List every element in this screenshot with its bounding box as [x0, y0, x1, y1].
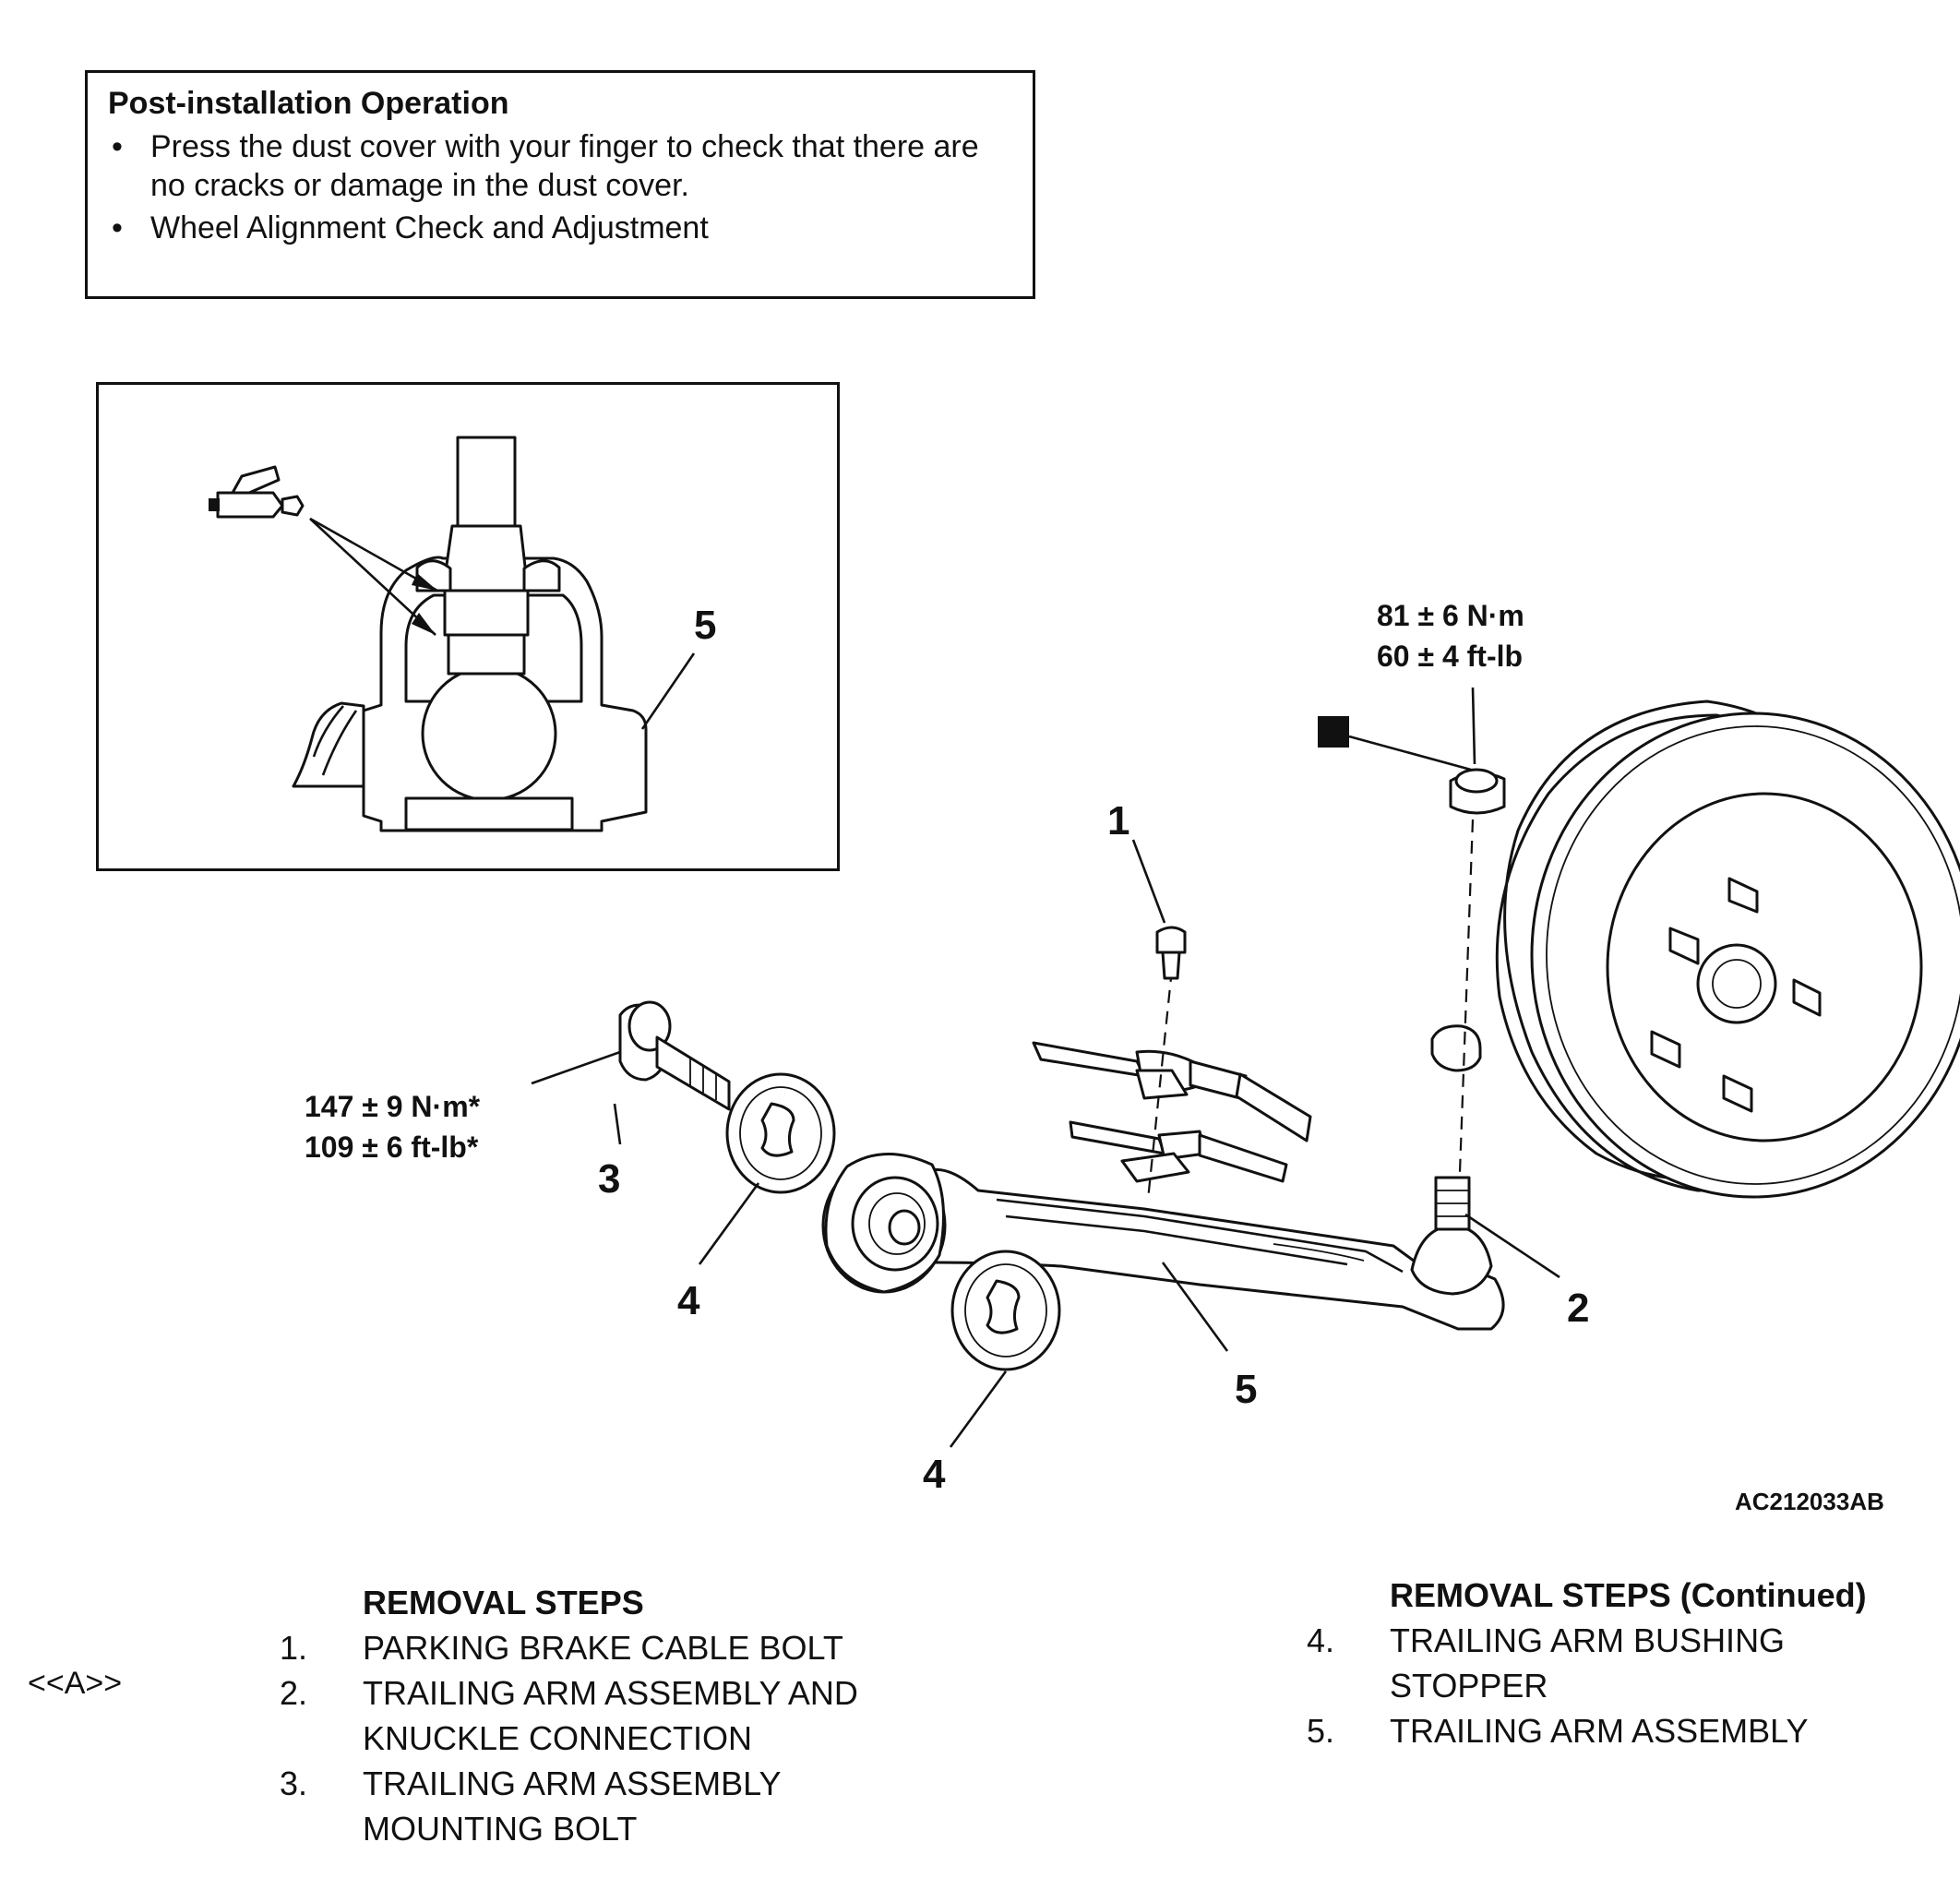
- new-part-symbol: N: [1323, 717, 1344, 748]
- parking-brake-cable-bolt: [1155, 926, 1187, 980]
- step-number: 1.: [280, 1629, 308, 1667]
- leader-5: [1161, 1262, 1229, 1352]
- leader-3: [613, 1103, 622, 1145]
- removal-steps-heading: REMOVAL STEPS: [363, 1584, 644, 1621]
- brake-disc: [1495, 700, 1960, 1199]
- torque-bolt-metric: 147 ± 9 N·m*: [305, 1090, 481, 1123]
- step-text: PARKING BRAKE CABLE BOLT: [363, 1629, 843, 1667]
- removal-steps-continued: REMOVAL STEPS (Continued) 4. TRAILING AR…: [1307, 1573, 1867, 1753]
- callout-4a: 4: [677, 1278, 700, 1323]
- torque-nut-imperial: 60 ± 4 ft-lb: [1377, 640, 1523, 673]
- callout-3: 3: [598, 1156, 620, 1202]
- trailing-arm-bushing: [821, 1153, 947, 1294]
- removal-steps-continued-heading: REMOVAL STEPS (Continued): [1390, 1576, 1867, 1614]
- post-installation-box: Post-installation Operation Press the du…: [85, 70, 1035, 299]
- self-locking-nut: [1449, 768, 1506, 815]
- leader-4a: [698, 1182, 760, 1265]
- mounting-bolt: [618, 1000, 731, 1111]
- bushing-stopper-lower: [950, 1250, 1061, 1371]
- post-installation-item: Wheel Alignment Check and Adjustment: [108, 209, 1012, 247]
- step-text: TRAILING ARM ASSEMBLY: [1390, 1712, 1809, 1750]
- bushing-stopper-upper: [725, 1072, 836, 1194]
- ball-joint-stud: [1410, 1176, 1493, 1296]
- figure-code: AC212033AB: [1735, 1488, 1884, 1515]
- grease-gun-icon: [209, 465, 305, 519]
- step-number: 5.: [1307, 1712, 1335, 1750]
- inset-callout-5: 5: [694, 603, 716, 648]
- ball-joint-detail-frame: [96, 382, 840, 871]
- step-number: 4.: [1307, 1621, 1335, 1659]
- step-text: TRAILING ARM BUSHING: [1390, 1621, 1786, 1659]
- procedure-marker: <<A>>: [28, 1666, 123, 1701]
- step-text: KNUCKLE CONNECTION: [363, 1719, 753, 1757]
- ball-joint-cross-section: [209, 436, 696, 832]
- parking-brake-cable: [1032, 1041, 1312, 1183]
- removal-steps: REMOVAL STEPS 1. PARKING BRAKE CABLE BOL…: [280, 1580, 858, 1851]
- torque-bolt-imperial: 109 ± 6 ft-lb*: [305, 1130, 479, 1164]
- callout-1: 1: [1107, 798, 1129, 843]
- new-part-badge: [1318, 716, 1349, 748]
- step-number: 2.: [280, 1674, 308, 1712]
- torque-nut-metric: 81 ± 6 N·m: [1377, 599, 1524, 632]
- removal-step-5: 5. TRAILING ARM ASSEMBLY: [1307, 1708, 1867, 1753]
- leader-torque-nut: [1471, 687, 1476, 765]
- post-installation-item: Press the dust cover with your finger to…: [108, 127, 1012, 205]
- leader-torque-bolt: [531, 1050, 621, 1085]
- step-text: STOPPER: [1390, 1667, 1548, 1705]
- leader-4b: [949, 1370, 1008, 1448]
- step-text: TRAILING ARM ASSEMBLY AND: [363, 1674, 858, 1712]
- step-text: TRAILING ARM ASSEMBLY: [363, 1764, 782, 1802]
- callout-5: 5: [1235, 1367, 1257, 1412]
- removal-step-1: 1. PARKING BRAKE CABLE BOLT: [280, 1625, 858, 1670]
- knuckle-spacer: [1430, 1024, 1482, 1072]
- step-number: 3.: [280, 1764, 308, 1802]
- removal-step-2: 2. TRAILING ARM ASSEMBLY AND KNUCKLE CON…: [280, 1670, 858, 1761]
- callout-4b: 4: [923, 1452, 946, 1497]
- step-text: MOUNTING BOLT: [363, 1810, 638, 1848]
- leader-2: [1464, 1213, 1560, 1279]
- callout-2: 2: [1567, 1286, 1589, 1331]
- post-installation-title: Post-installation Operation: [108, 86, 509, 121]
- removal-step-4: 4. TRAILING ARM BUSHING STOPPER: [1307, 1618, 1867, 1708]
- leader-1: [1131, 839, 1166, 924]
- removal-step-3: 3. TRAILING ARM ASSEMBLY MOUNTING BOLT: [280, 1761, 858, 1851]
- post-installation-list: Press the dust cover with your finger to…: [108, 127, 1012, 247]
